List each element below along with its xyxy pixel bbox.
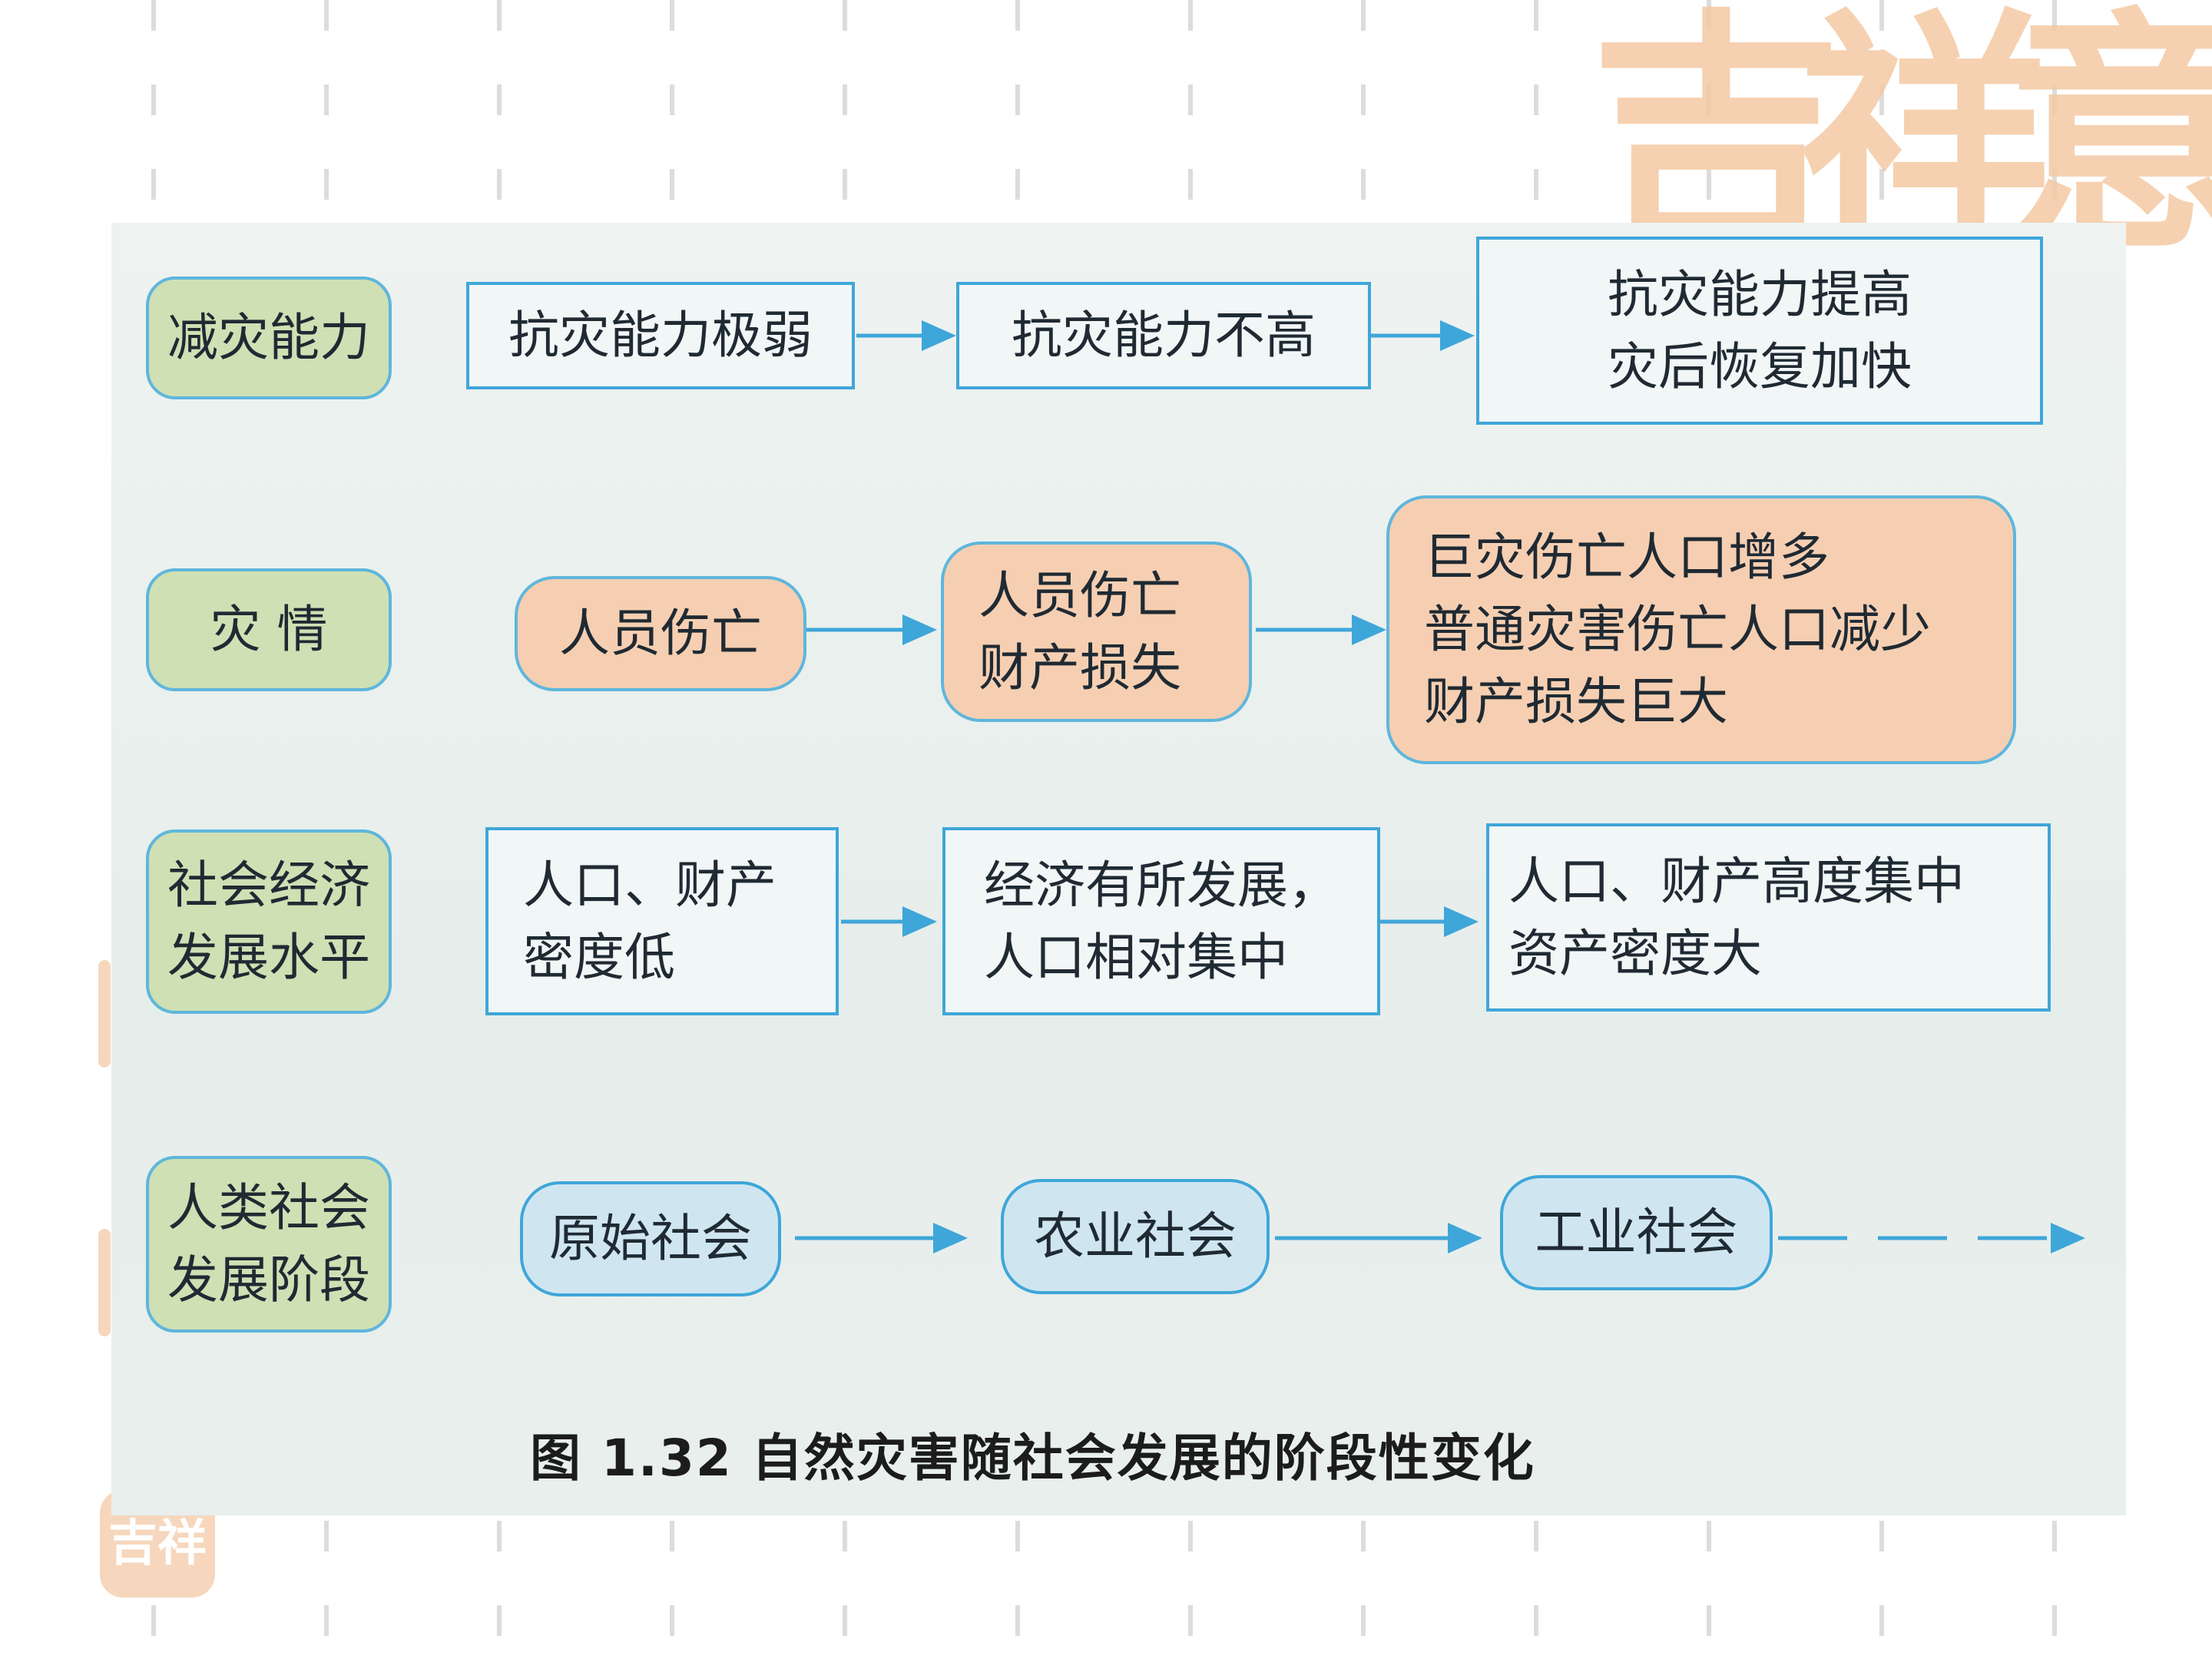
stage-box: 经济有所发展， 人口相对集中 (942, 827, 1380, 1015)
row-label-society-stage: 人类社会 发展阶段 (146, 1156, 392, 1333)
figure-caption: 图 1.32 自然灾害随社会发展的阶段性变化 (530, 1429, 1535, 1488)
stage-box: 人员伤亡 财产损失 (941, 541, 1252, 722)
stage-box: 原始社会 (520, 1181, 781, 1296)
row-label-economic-level: 社会经济 发展水平 (146, 830, 392, 1014)
seal-edge-mark (98, 1229, 111, 1336)
stage-box: 农业社会 (1001, 1179, 1270, 1294)
stage-box: 巨灾伤亡人口增多 普通灾害伤亡人口减少 财产损失巨大 (1386, 495, 2016, 764)
stage-box: 工业社会 (1500, 1175, 1773, 1290)
arrow-layer (795, 320, 2085, 1253)
diagram-figure: 减灾能力 灾 情 社会经济 发展水平 人类社会 发展阶段 抗灾能力极弱 抗灾能力… (111, 223, 2126, 1515)
stage-box: 抗灾能力不高 (956, 282, 1371, 389)
row-label-disaster-situation: 灾 情 (146, 568, 392, 691)
stage-box: 抗灾能力极弱 (466, 282, 855, 389)
stage-box: 人口、财产 密度低 (485, 827, 839, 1015)
seal-watermark: 吉祥意 (1590, 0, 2212, 283)
seal-edge-mark (98, 960, 111, 1068)
row-label-disaster-reduction: 减灾能力 (146, 276, 392, 399)
stage-box: 人员伤亡 (515, 576, 806, 691)
stage-box: 人口、财产高度集中 资产密度大 (1486, 823, 2051, 1012)
stage-box: 抗灾能力提高 灾后恢复加快 (1476, 237, 2043, 425)
